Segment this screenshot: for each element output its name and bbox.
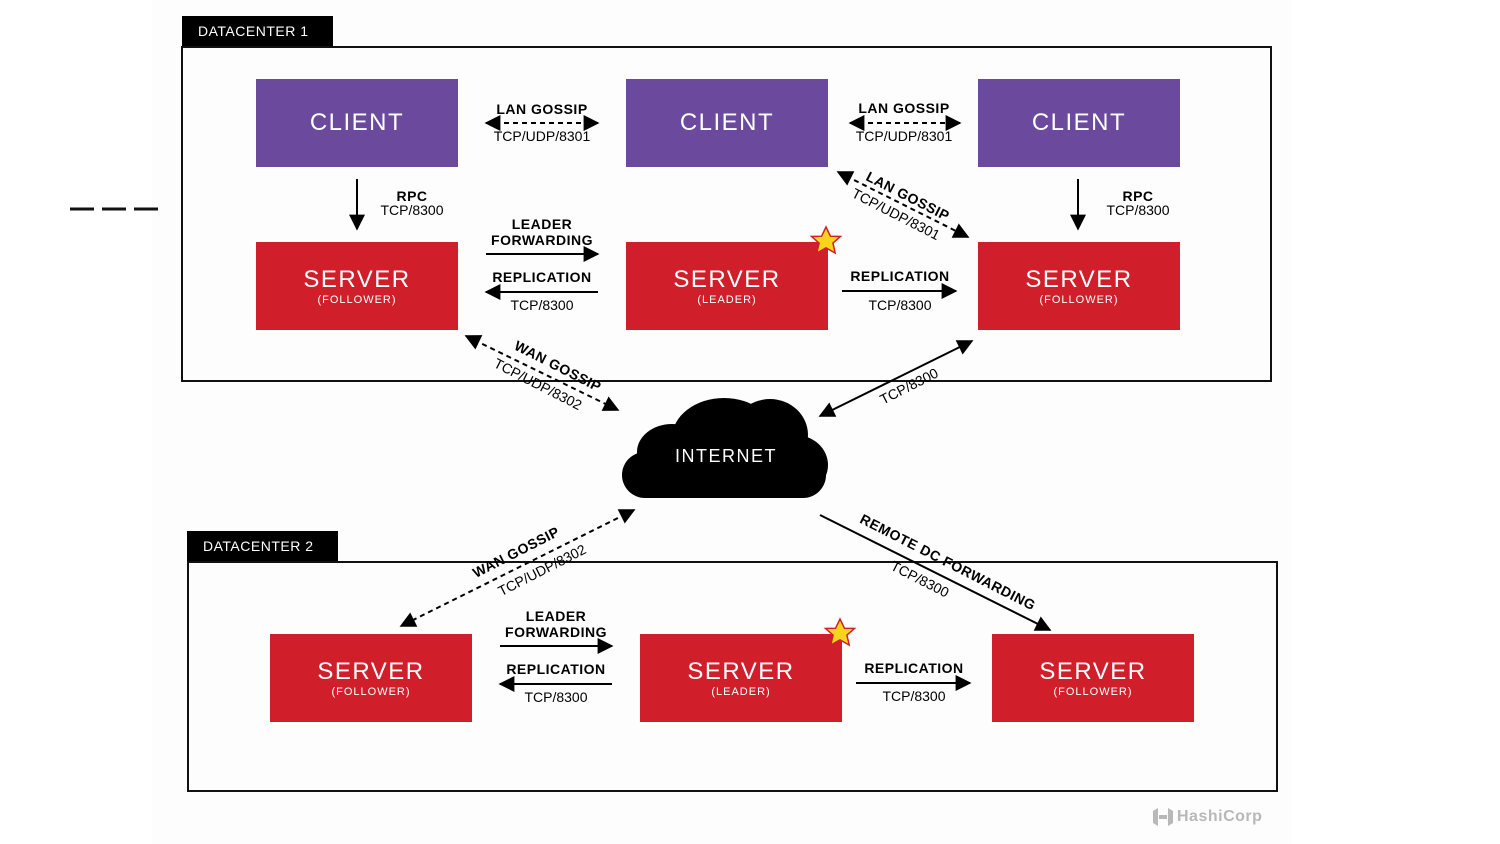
internet-cloud-icon [622,398,828,498]
node-role: (FOLLOWER) [331,685,411,698]
hashicorp-logo: HashiCorp [1152,807,1262,827]
dc1-wan-gossip-arrow [464,335,620,411]
node-title: SERVER [687,657,795,685]
node-title: SERVER [673,265,781,293]
dc1-replication-port-label: TCP/8300 [510,297,574,313]
node-title: CLIENT [309,109,405,136]
dc1-leader-forwarding-label-line2: FORWARDING [491,232,593,248]
node-role: (LEADER) [697,293,757,306]
node-role: (FOLLOWER) [1039,293,1119,306]
node-role: (FOLLOWER) [1053,685,1133,698]
lan-gossip-diagonal-arrow [836,171,970,238]
dc1-server-leader: SERVER (LEADER) [626,242,828,330]
lan-gossip-label: LAN GOSSIP [496,101,588,117]
rpc-label: RPC [1122,188,1154,204]
dc1-client-left: CLIENT [256,79,458,167]
dc1-server-follower-left: SERVER (FOLLOWER) [256,242,458,330]
node-title: SERVER [1039,657,1147,685]
node-title: CLIENT [1031,109,1127,136]
dc2-server-leader: SERVER (LEADER) [640,634,842,722]
leader-star-icon [823,617,857,647]
dc2-replication-label: REPLICATION [864,660,964,676]
dc1-client-right: CLIENT [978,79,1180,167]
datacenter-2-tab: DATACENTER 2 [187,531,338,561]
dc2-leader-forwarding-label-line2: FORWARDING [505,624,607,640]
dc1-replication-label: REPLICATION [492,269,592,285]
node-role: (FOLLOWER) [317,293,397,306]
remote-dc-forwarding-arrow [819,514,1052,631]
dc2-server-follower-left: SERVER (FOLLOWER) [270,634,472,722]
rpc-port-label: TCP/8300 [1106,202,1170,218]
brand-name: HashiCorp [1177,808,1263,825]
internet-label: INTERNET [675,446,777,466]
node-title: SERVER [303,265,411,293]
dc2-server-follower-right: SERVER (FOLLOWER) [992,634,1194,722]
lan-gossip-label: LAN GOSSIP [858,100,950,116]
datacenter-1-frame [181,46,1272,382]
dc2-wan-gossip-arrow [399,509,636,627]
datacenter-2-frame [187,561,1278,792]
dc1-leader-forwarding-label-line1: LEADER [511,216,573,232]
node-title: SERVER [1025,265,1133,293]
rpc-label: RPC [396,188,428,204]
dc1-replication-port-label: TCP/8300 [868,297,932,313]
lan-gossip-port-label: TCP/UDP/8301 [855,128,953,144]
internet-dc1-arrow [818,340,974,417]
hashicorp-logo-icon [1153,808,1173,826]
datacenter-1-tab: DATACENTER 1 [182,16,333,46]
dc2-replication-label: REPLICATION [506,661,606,677]
node-title: SERVER [317,657,425,685]
dc2-replication-port-label: TCP/8300 [882,688,946,704]
leader-star-icon [809,225,843,255]
dc2-replication-port-label: TCP/8300 [524,689,588,705]
dc1-client-middle: CLIENT [626,79,828,167]
node-role: (LEADER) [711,685,771,698]
rpc-port-label: TCP/8300 [380,202,444,218]
node-title: CLIENT [679,109,775,136]
dc2-leader-forwarding-label-line1: LEADER [525,608,587,624]
dc1-replication-label: REPLICATION [850,268,950,284]
lan-gossip-port-label: TCP/UDP/8301 [493,128,591,144]
dc1-server-follower-right: SERVER (FOLLOWER) [978,242,1180,330]
